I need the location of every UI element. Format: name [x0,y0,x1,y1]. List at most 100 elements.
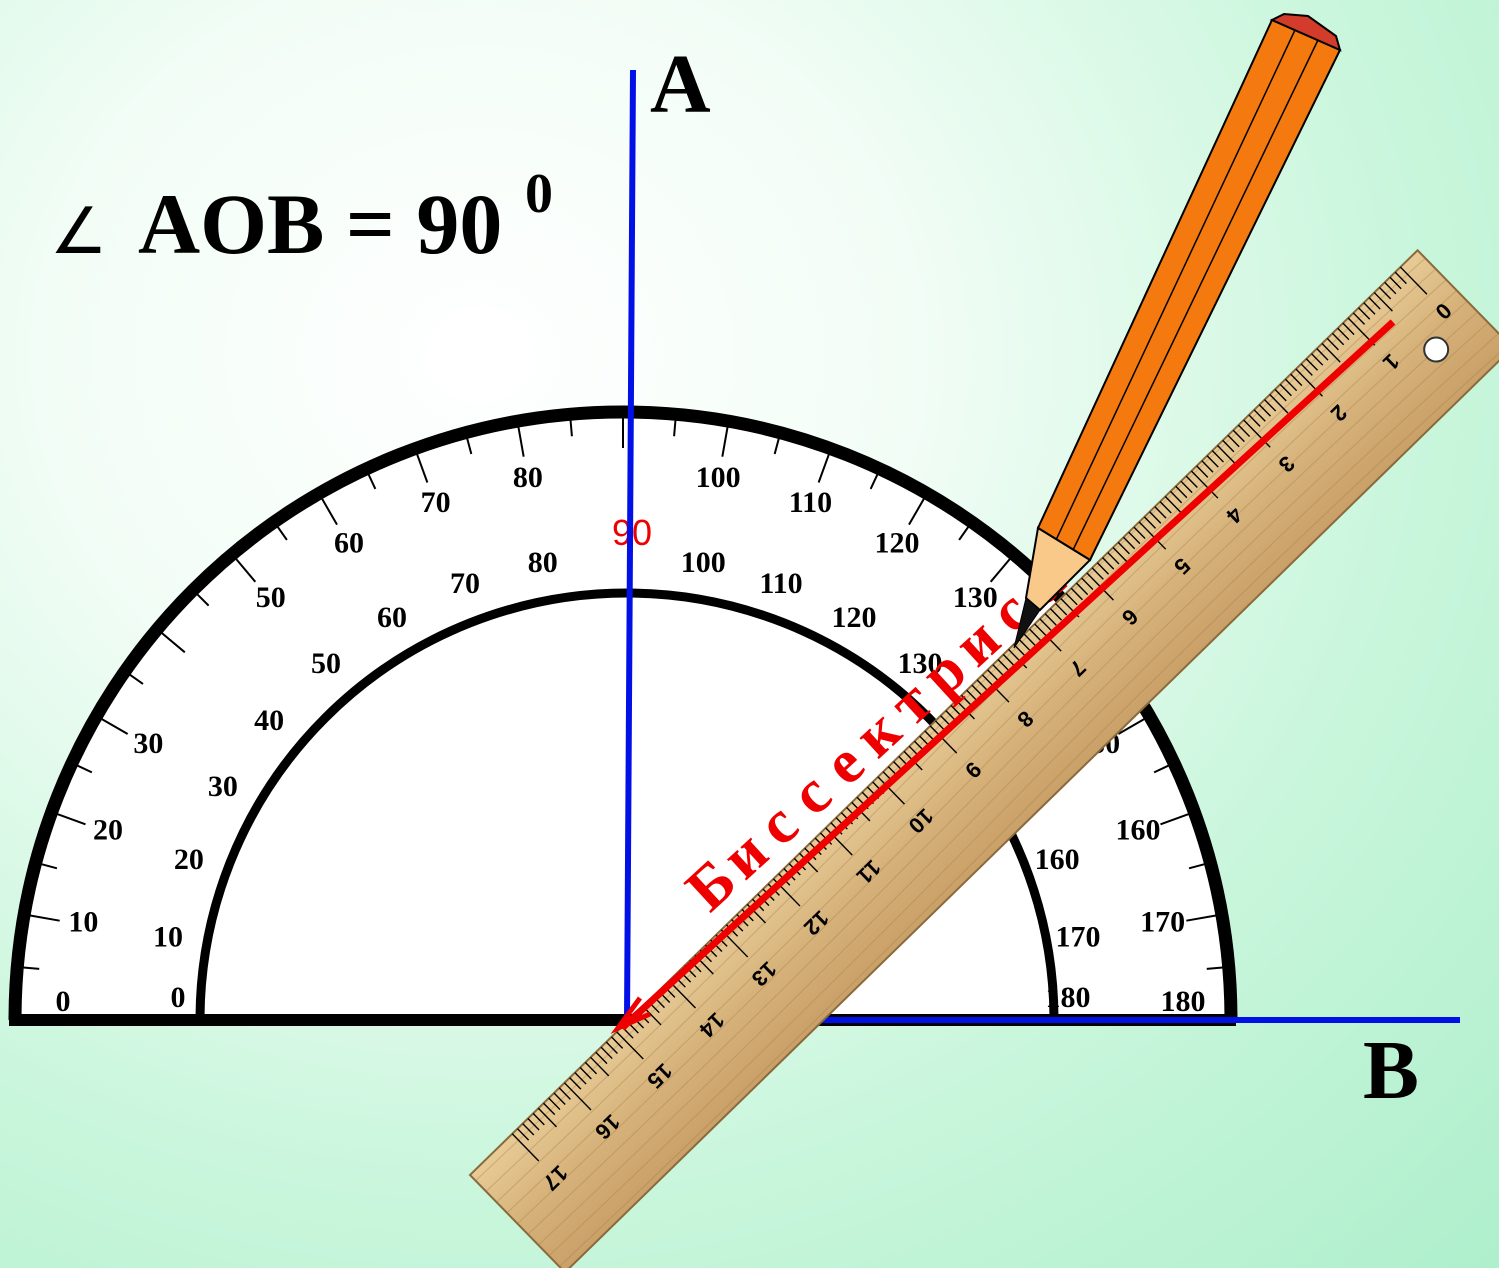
ruler-tick [1253,409,1266,422]
ruler-tick [1049,608,1063,621]
ruler-tick [522,1123,535,1136]
ruler-tick [574,1072,587,1085]
ruler-hole [1423,336,1450,363]
point-b-label: B [1363,1024,1419,1117]
pencil-cap [1269,12,1342,52]
protractor-inner-label: 180 [1046,981,1091,1014]
bisector-line [619,319,1396,1031]
ruler-tick [616,1031,644,1060]
ruler-tick [987,669,1000,682]
protractor-tick [569,420,573,437]
protractor-inner-label: 160 [1035,843,1080,876]
ruler-tick [1159,501,1172,514]
ruler-tick [532,1112,545,1126]
protractor-tick [41,863,58,870]
ruler-tick [929,725,958,754]
protractor-outer-label: 80 [513,461,543,494]
ruler-tick [584,1061,598,1075]
protractor-tick [869,473,879,490]
ruler-tick [1117,541,1130,555]
ruler-tick [1096,562,1110,575]
protractor-outer-label: 50 [256,581,286,614]
ruler-tick [1028,628,1042,641]
protractor-tick [989,558,1011,583]
protractor-outer-label: 20 [93,813,123,846]
protractor-tick [101,718,129,735]
protractor-tick [958,526,970,541]
protractor-tick [1153,764,1170,774]
ruler-tick [1300,363,1313,376]
ruler-tick [1201,460,1214,473]
ruler-tick [1055,603,1068,616]
protractor-outer-label: 170 [1140,906,1185,939]
ruler-tick [1002,654,1016,667]
protractor-tick [1206,966,1223,970]
ray-oa [624,69,636,1021]
protractor-tick [908,498,925,526]
angle-symbol: ∠ [50,195,107,269]
ruler-tick [553,1092,566,1105]
protractor-outer-label: 70 [421,486,451,519]
ruler-tick [1352,312,1366,325]
protractor-outer-label: 110 [789,486,832,519]
ruler-tick [600,1046,613,1060]
ruler-tick [1091,567,1104,580]
protractor-tick [517,426,525,457]
ruler-tick [1290,373,1303,387]
protractor-inner-label: 60 [377,601,407,634]
ruler-tick [1394,271,1407,285]
protractor-inner-label: 30 [208,770,238,803]
ruler-tick [543,1102,556,1116]
ruler-tick [548,1097,561,1111]
ruler-tick [527,1118,540,1131]
ruler-tick [877,776,905,805]
ruler-tick [1264,399,1277,412]
ruler-tick [610,1036,624,1049]
ruler-tick [516,1128,530,1141]
protractor-tick [1188,863,1205,870]
angle-statement: ∠ AOB = 90 0 [50,163,553,272]
protractor-inner-label: 10 [153,921,183,954]
protractor-tick [29,914,60,922]
protractor-inner-label: 0 [171,981,186,1014]
ruler-tick [1311,353,1324,366]
ruler-tick [1279,383,1292,397]
protractor-tick [235,558,257,583]
ruler-tick [1081,577,1094,591]
ruler-tick [1373,292,1393,312]
ruler-tick [1331,332,1345,346]
ruler-tick [1269,394,1289,414]
ruler-tick [1122,536,1136,550]
protractor-outer-label: 130 [953,581,998,614]
ruler-tick [579,1067,592,1080]
ruler-tick [1211,450,1224,463]
protractor-tick [367,473,377,490]
protractor-tick [773,438,780,455]
protractor-outer-label: 30 [133,727,163,760]
ruler-tick [799,852,819,873]
ruler-tick [1326,337,1339,351]
protractor-outer-label: 0 [56,985,71,1018]
protractor-inner-label: 50 [311,647,341,680]
ruler-tick [1044,613,1057,626]
ruler-tick [1175,485,1188,499]
protractor-tick [56,813,86,826]
ruler-tick [1138,521,1167,550]
ruler-tick [558,1087,571,1100]
ruler-tick [595,1051,608,1065]
ruler-tick [1217,445,1237,465]
pencil-lead [1013,597,1041,649]
protractor-inner-label: 40 [254,704,284,737]
ruler-tick [1384,281,1397,295]
ruler-tick [1258,404,1272,417]
ruler-tick [1196,465,1209,478]
protractor-tick [1160,813,1190,826]
angle-text: AOB = 90 [138,176,502,272]
protractor-tick [23,966,40,970]
protractor-tick [416,453,429,483]
protractor-inner-label: 80 [528,546,558,579]
pencil [1013,12,1342,649]
ruler-tick [563,1082,592,1111]
